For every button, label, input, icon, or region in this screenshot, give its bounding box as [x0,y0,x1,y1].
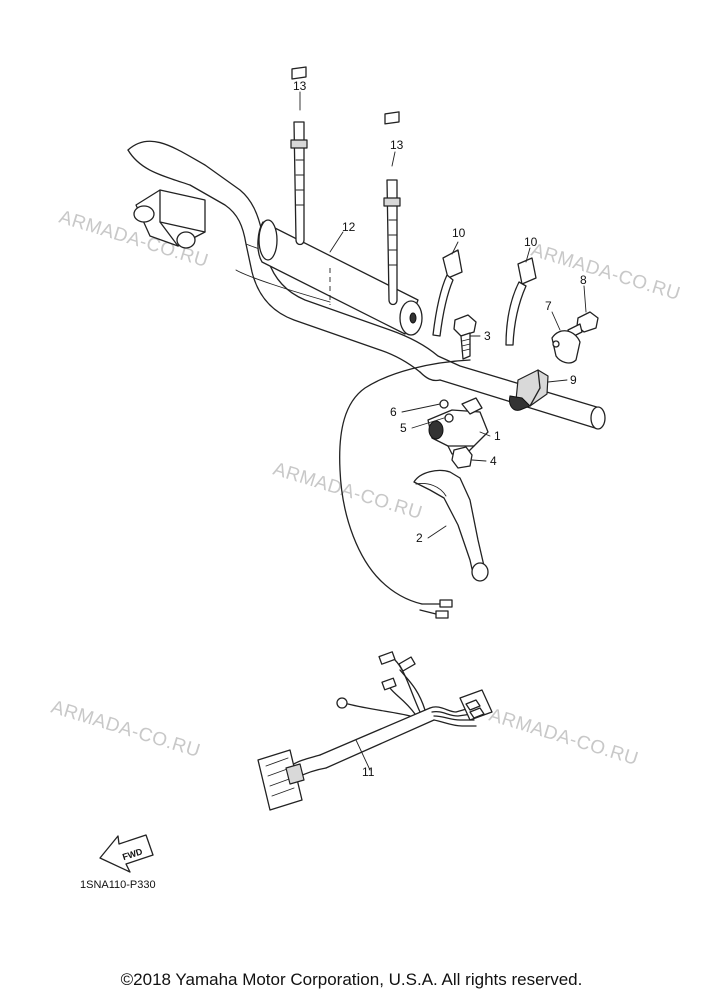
callout-10: 10 [452,226,466,240]
handlebar-pad [257,219,423,336]
cable-tie-left [290,66,308,246]
lever-holder [427,397,489,469]
wire-harness [257,651,493,811]
fwd-arrow: FWD [99,834,154,873]
callout-4: 4 [490,454,497,468]
callout-2: 2 [416,531,423,545]
callout-13: 13 [293,79,307,93]
callout-6: 6 [390,405,397,419]
callout-12: 12 [342,220,356,234]
clutch-lever [413,469,489,582]
callout-1: 1 [494,429,501,443]
callouts: 13 13 12 10 10 8 7 3 9 6 5 1 4 2 11 [293,79,587,779]
callout-3: 3 [484,329,491,343]
callout-9: 9 [570,373,577,387]
callout-7: 7 [545,299,552,313]
callout-8: 8 [580,273,587,287]
bolt [453,314,477,360]
band-left [432,249,463,337]
diagram-code: 1SNA110-P330 [80,879,156,891]
copyright-notice: ©2018 Yamaha Motor Corporation, U.S.A. A… [120,970,583,989]
callout-11: 11 [362,765,375,779]
watermark: ARMADA-CO.RU [271,459,425,524]
watermark: ARMADA-CO.RU [487,705,641,770]
watermark: ARMADA-CO.RU [49,697,203,762]
callout-10: 10 [524,235,538,249]
cable-tie-right [383,111,401,306]
leader-lines [299,91,587,771]
switch-wire [339,359,471,619]
watermark: ARMADA-CO.RU [529,240,683,305]
callout-13: 13 [390,138,404,152]
callout-5: 5 [400,421,407,435]
switch-assembly [509,311,599,411]
band-right [505,257,537,346]
